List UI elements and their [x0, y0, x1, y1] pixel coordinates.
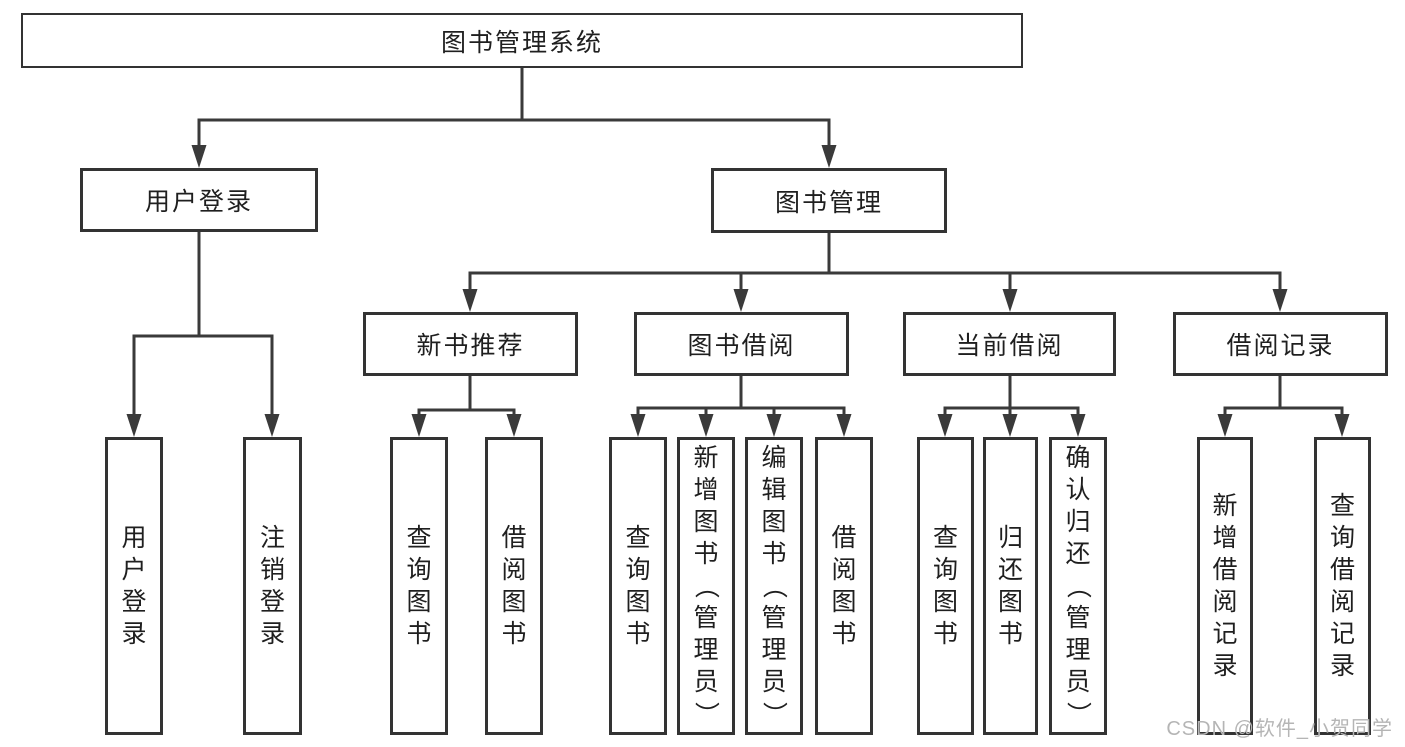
node-current-borrow: 当前借阅 — [903, 312, 1116, 376]
leaf-label: 查询图书 — [932, 524, 958, 648]
leaf-label: 查询借阅记录 — [1329, 492, 1355, 680]
node-user-login: 用户登录 — [80, 168, 318, 232]
leaf-cb-return-books: 归还图书 — [983, 437, 1038, 735]
leaf-label: 归还图书 — [997, 524, 1023, 648]
node-label: 借阅记录 — [1226, 332, 1335, 360]
leaf-nb-borrow-books: 借阅图书 — [485, 437, 543, 735]
node-book-management: 图书管理 — [711, 168, 947, 233]
leaf-bb-query-books: 查询图书 — [609, 437, 667, 735]
node-borrow-record: 借阅记录 — [1173, 312, 1388, 376]
leaf-bb-edit-books-admin: 编辑图书（管理员） — [745, 437, 803, 735]
leaf-label: 借阅图书 — [831, 524, 857, 648]
leaf-label: 查询图书 — [406, 524, 432, 648]
leaf-label: 编辑图书（管理员） — [760, 444, 788, 727]
leaf-label: 新增图书（管理员） — [692, 444, 720, 727]
node-label: 图书借阅 — [687, 332, 796, 360]
leaf-bb-add-books-admin: 新增图书（管理员） — [677, 437, 735, 735]
node-label: 图书管理系统 — [440, 28, 603, 57]
leaf-label: 确认归还（管理员） — [1064, 444, 1092, 727]
node-label: 用户登录 — [144, 188, 253, 216]
leaf-label: 新增借阅记录 — [1212, 492, 1238, 680]
node-label: 图书管理 — [774, 188, 883, 217]
leaf-label: 查询图书 — [625, 524, 651, 648]
leaf-br-add-borrow-record: 新增借阅记录 — [1197, 437, 1253, 735]
leaf-logout-login: 注销登录 — [243, 437, 302, 735]
leaf-user-login: 用户登录 — [105, 437, 163, 735]
node-library-system: 图书管理系统 — [21, 13, 1023, 68]
node-book-borrow: 图书借阅 — [634, 312, 849, 376]
leaf-nb-query-books: 查询图书 — [390, 437, 448, 735]
leaf-br-query-borrow-record: 查询借阅记录 — [1314, 437, 1371, 735]
leaf-bb-borrow-books: 借阅图书 — [815, 437, 873, 735]
node-new-book-recommend: 新书推荐 — [363, 312, 578, 376]
leaf-label: 注销登录 — [259, 524, 285, 648]
leaf-cb-query-books: 查询图书 — [917, 437, 974, 735]
csdn-watermark: CSDN @软件_小贺同学 — [1166, 718, 1393, 740]
leaf-label: 用户登录 — [121, 524, 147, 648]
node-label: 当前借阅 — [955, 332, 1064, 360]
leaf-cb-confirm-return-admin: 确认归还（管理员） — [1049, 437, 1107, 735]
node-label: 新书推荐 — [416, 332, 525, 360]
leaf-label: 借阅图书 — [501, 524, 527, 648]
